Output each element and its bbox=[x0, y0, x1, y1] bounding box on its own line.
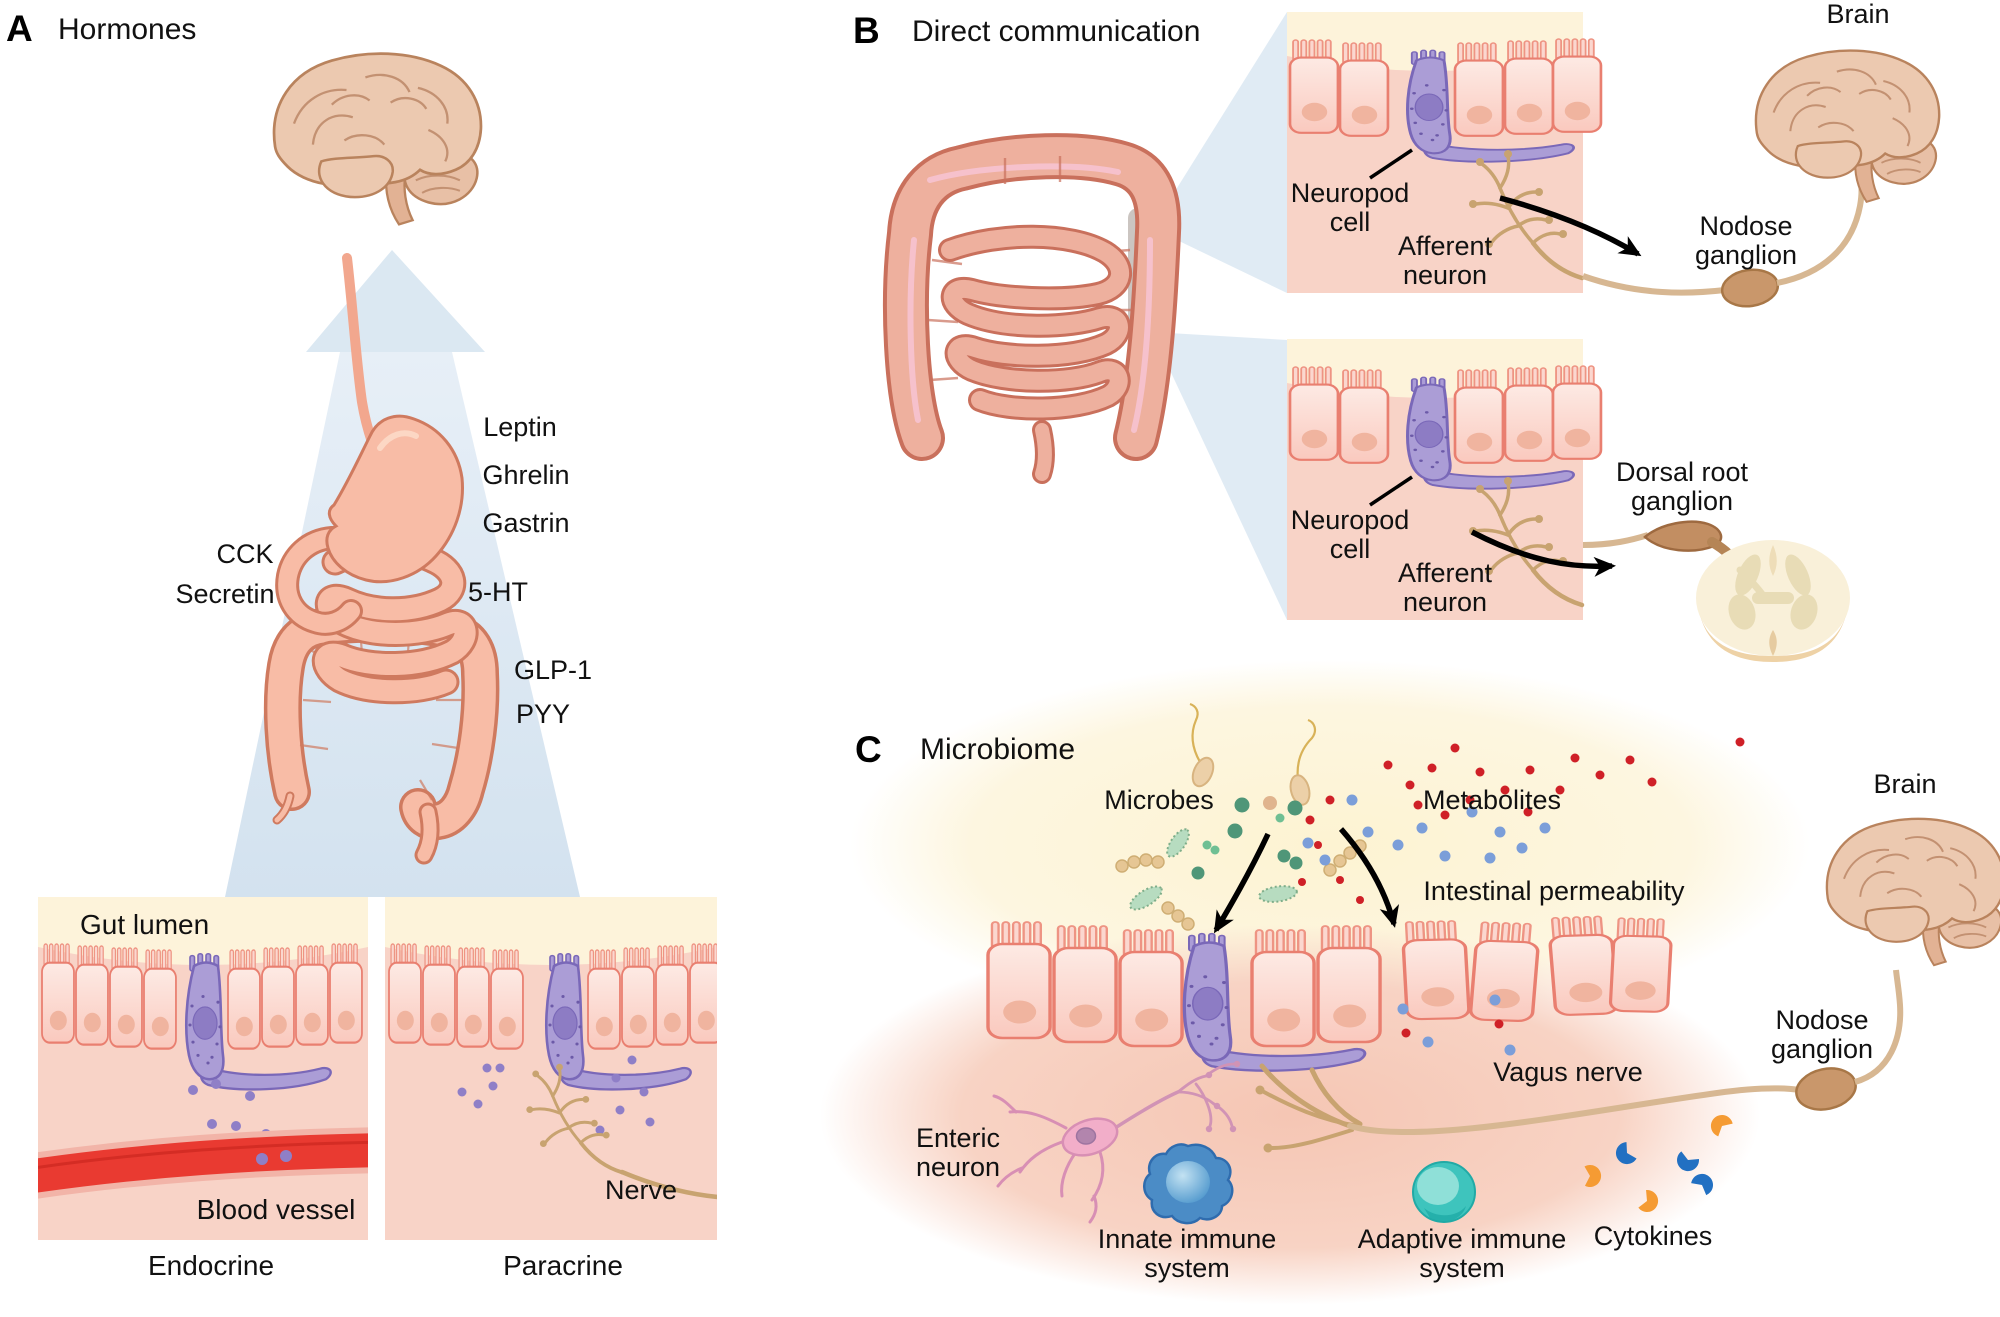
microbes-icon bbox=[1115, 702, 1367, 931]
label-nodose-b: Nodose ganglion bbox=[1694, 211, 1798, 270]
label-brain-b: Brain bbox=[1826, 0, 1890, 29]
label-secretin: Secretin bbox=[175, 579, 275, 609]
inset-bottom bbox=[1287, 339, 1603, 620]
label-endocrine: Endocrine bbox=[147, 1250, 275, 1281]
label-neuropod-top: Neuropod cell bbox=[1290, 178, 1410, 237]
panel-c-letter: C bbox=[855, 729, 882, 770]
panel-b-letter: B bbox=[853, 10, 880, 51]
fiber-to-drg-icon bbox=[1582, 532, 1649, 548]
label-metabolites: Metabolites bbox=[1422, 785, 1562, 815]
callout-wedge-top bbox=[1152, 12, 1287, 293]
enteric-neuron-icon bbox=[992, 1060, 1241, 1224]
paracrine-vesicles-icon bbox=[457, 1055, 655, 1135]
intestine-icon bbox=[883, 133, 1182, 484]
endocrine-panel bbox=[38, 897, 368, 1240]
nodose-ganglion-icon-c bbox=[1795, 1067, 1857, 1111]
metabolites-icon bbox=[1298, 737, 1745, 904]
label-microbes: Microbes bbox=[1104, 785, 1214, 815]
panel-a-title: Hormones bbox=[58, 13, 197, 46]
label-innate-immune: Innate immune system bbox=[1097, 1224, 1277, 1283]
nodose-ganglion-icon-b bbox=[1720, 268, 1780, 308]
label-neuropod-bot: Neuropod cell bbox=[1290, 505, 1410, 564]
arrow-metabolites bbox=[1338, 827, 1400, 928]
label-afferent-bot: Afferent neuron bbox=[1397, 558, 1493, 617]
label-cck: CCK bbox=[216, 539, 274, 569]
pointer-line bbox=[1369, 475, 1413, 507]
pointer-line bbox=[1369, 148, 1413, 180]
blood-vessel-icon bbox=[38, 1127, 368, 1199]
callout-wedge-bottom bbox=[1152, 332, 1287, 620]
gi-tract-icon bbox=[263, 414, 500, 865]
vagal-fiber-icon bbox=[1582, 273, 1726, 296]
label-dorsal-root: Dorsal root ganglion bbox=[1615, 457, 1749, 516]
panel-a-letter: A bbox=[6, 8, 33, 49]
label-pyy: PYY bbox=[515, 699, 571, 729]
label-enteric-neuron: Enteric neuron bbox=[916, 1123, 1001, 1182]
label-gut-lumen: Gut lumen bbox=[80, 909, 210, 940]
esophagus-icon bbox=[342, 253, 377, 447]
innate-immune-cell-icon bbox=[1143, 1143, 1234, 1225]
label-nodose-c: Nodose ganglion bbox=[1770, 1005, 1874, 1064]
paracrine-panel bbox=[385, 897, 717, 1240]
label-gastrin: Gastrin bbox=[482, 508, 570, 538]
label-blood-vessel: Blood vessel bbox=[196, 1194, 356, 1225]
panel-c-title: Microbiome bbox=[920, 733, 1076, 766]
label-cytokines: Cytokines bbox=[1593, 1221, 1713, 1251]
vagus-nerve-icon bbox=[1255, 1063, 1803, 1153]
label-glp1: GLP-1 bbox=[513, 655, 593, 685]
brain-icon-b bbox=[1754, 49, 1941, 204]
arrow-to-nodose bbox=[1499, 195, 1642, 257]
brain-icon-a bbox=[272, 52, 483, 226]
adaptive-immune-cell-icon bbox=[1412, 1161, 1476, 1223]
label-ghrelin: Ghrelin bbox=[482, 460, 570, 490]
arrow-to-drg bbox=[1470, 529, 1616, 577]
inset-top bbox=[1287, 12, 1603, 293]
label-adaptive-immune: Adaptive immune system bbox=[1357, 1224, 1567, 1283]
brain-icon-c bbox=[1825, 817, 2000, 967]
panel-c-artwork bbox=[820, 660, 2000, 1305]
label-brain-c: Brain bbox=[1873, 769, 1937, 799]
nerve-to-brain-icon-c bbox=[1854, 969, 1904, 1085]
panel-b-artwork bbox=[883, 12, 1941, 662]
panel-b-title: Direct communication bbox=[912, 15, 1201, 48]
arrow-microbes bbox=[1213, 832, 1271, 934]
label-intestinal-permeability: Intestinal permeability bbox=[1423, 876, 1685, 906]
label-afferent-top: Afferent neuron bbox=[1397, 231, 1493, 290]
epithelium-row-c bbox=[986, 914, 1674, 1073]
spinal-cord-icon bbox=[1696, 540, 1850, 662]
stomach-icon bbox=[325, 414, 464, 584]
label-paracrine: Paracrine bbox=[503, 1250, 623, 1281]
label-5ht: 5-HT bbox=[468, 577, 528, 607]
label-vagus-nerve: Vagus nerve bbox=[1493, 1057, 1643, 1087]
permeability-dots-icon bbox=[1397, 994, 1516, 1056]
label-nerve: Nerve bbox=[604, 1175, 678, 1205]
label-leptin: Leptin bbox=[483, 412, 557, 442]
panel-a-artwork bbox=[38, 52, 717, 1240]
